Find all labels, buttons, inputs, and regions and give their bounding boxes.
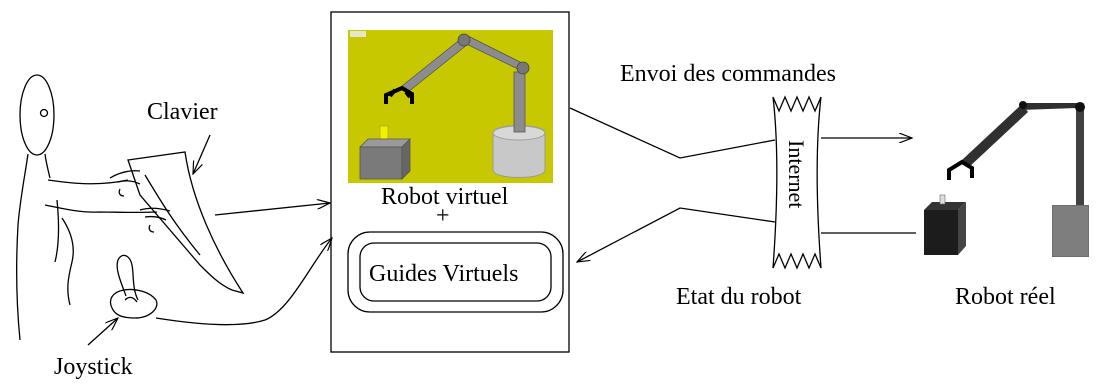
internet-label: Internet <box>784 140 809 208</box>
joystick-sketch <box>109 254 158 319</box>
operator-body <box>16 153 29 341</box>
joystick-to-interface-arrow <box>155 238 332 326</box>
clavier-label: Clavier <box>147 99 218 125</box>
virtual-robot-column <box>513 71 526 133</box>
real-robot-box <box>924 210 958 255</box>
operator-head <box>19 74 55 156</box>
virtual-target-object <box>379 125 389 140</box>
robot-virtuel-label: Robot virtuel <box>381 184 509 210</box>
clavier-pointer-arrow <box>193 134 211 174</box>
joystick-label: Joystick <box>54 354 133 380</box>
operator-hand-upper <box>109 170 141 197</box>
operator-eye <box>39 108 49 118</box>
keyboard-to-interface-arrow <box>214 203 330 216</box>
interface-box <box>330 11 570 353</box>
virtual-robot-gripper <box>384 85 414 104</box>
guides-virtuels-label: Guides Virtuels <box>369 261 519 287</box>
plus-sign: + <box>436 203 450 229</box>
operator-upper-arm <box>47 179 129 185</box>
real-robot-column <box>1076 110 1084 205</box>
operator-figure <box>16 74 171 341</box>
real-robot-gripper <box>947 159 974 180</box>
internet-to-interface-arrow <box>577 207 776 262</box>
operator-arm-back <box>61 217 74 306</box>
keyboard-sketch <box>127 151 245 295</box>
operator-neck <box>44 153 51 179</box>
robot-reel-label: Robot réel <box>955 284 1056 310</box>
virtual-robot-scene <box>348 30 553 183</box>
guides-virtuels-outer-box <box>347 231 564 313</box>
envoi-commandes-label: Envoi des commandes <box>620 61 836 87</box>
real-robot-forearm <box>962 104 1028 168</box>
internet-channel <box>772 95 822 270</box>
joystick-pointer-arrow <box>87 318 118 346</box>
guides-virtuels-inner-box <box>359 242 552 302</box>
etat-robot-label: Etat du robot <box>676 284 802 310</box>
virtual-box <box>359 146 403 180</box>
operator-lower-arm <box>44 204 158 214</box>
operator-torso-inner <box>54 199 60 263</box>
interface-to-internet-line <box>569 107 776 159</box>
real-robot-image <box>924 101 1089 257</box>
